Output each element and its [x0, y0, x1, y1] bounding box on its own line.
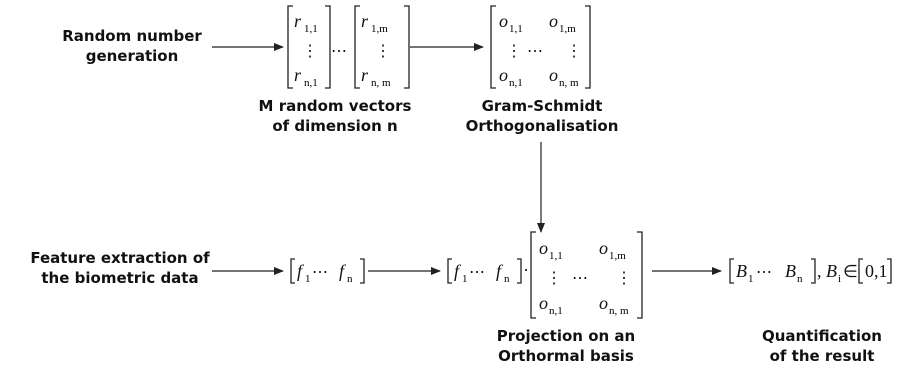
quantification-line1: Quantification: [762, 327, 882, 345]
o-sub-n1: n,1: [549, 305, 563, 317]
quantification-label: Quantification of the result: [742, 326, 902, 366]
random-number-label: Random number generation: [52, 26, 212, 66]
feature-extraction-line1: Feature extraction of: [30, 249, 210, 267]
r-symbol: r: [294, 11, 302, 31]
o-sub-11: 1,1: [549, 250, 563, 262]
o-sub-n1: n,1: [509, 77, 523, 89]
o-symbol: o: [549, 11, 558, 31]
left-bracket: [287, 5, 293, 89]
b-symbol: B: [826, 261, 837, 281]
r-sub-11: 1,1: [304, 23, 318, 35]
vdots-glyph: ⋮: [616, 270, 632, 287]
r-symbol: r: [294, 65, 302, 85]
f-symbol: f: [496, 261, 504, 281]
o-symbol: o: [499, 65, 508, 85]
gram-schmidt-line1: Gram-Schmidt: [481, 97, 603, 115]
o-sub-11: 1,1: [509, 23, 523, 35]
o-sub-nm: n, m: [609, 305, 629, 317]
orthogonal-matrix: o 1,1 o 1,m ⋮ ⋯ ⋮ o n,1 o n, m: [490, 5, 591, 89]
quantification-line2: of the result: [769, 347, 875, 365]
comma-glyph: ,: [817, 261, 822, 281]
o-symbol: o: [599, 293, 608, 313]
cdots-glyph: ⋯: [572, 270, 588, 287]
right-bracket: [517, 258, 522, 284]
right-bracket: [585, 5, 591, 89]
random-matrix-column-m: r 1,m ⋮ r n, m: [354, 5, 410, 89]
o-sub-1m: 1,m: [559, 23, 576, 35]
o-symbol: o: [539, 238, 548, 258]
f-symbol: f: [454, 261, 462, 281]
o-symbol: o: [599, 238, 608, 258]
projection-matrix: o 1,1 o 1,m ⋮ ⋯ ⋮ o n,1 o n, m: [530, 231, 643, 319]
random-number-line1: Random number: [62, 27, 202, 45]
set-values: 0,1: [865, 261, 888, 281]
f-sub-n: n: [504, 273, 510, 285]
right-bracket: [811, 258, 816, 284]
b-sub-n: n: [797, 273, 803, 285]
set-right-bracket: [887, 258, 892, 284]
o-symbol: o: [539, 293, 548, 313]
random-vectors-line1: M random vectors: [258, 97, 412, 115]
b-sub-1: 1: [748, 273, 754, 285]
vdots-glyph: ⋮: [566, 43, 582, 60]
b-symbol: B: [785, 261, 796, 281]
right-bracket: [404, 5, 410, 89]
vdots-glyph: ⋮: [375, 43, 391, 60]
dot-operator: ·: [523, 260, 529, 280]
o-sub-nm: n, m: [559, 77, 579, 89]
random-vectors-line2: of dimension n: [272, 117, 398, 135]
r-sub-n1: n,1: [304, 77, 318, 89]
set-left-bracket: [858, 258, 863, 284]
left-bracket: [490, 5, 496, 89]
cdots-glyph: ⋯: [527, 43, 543, 60]
r-symbol: r: [361, 65, 369, 85]
gram-schmidt-label: Gram-Schmidt Orthogonalisation: [462, 96, 622, 136]
projection-line2: Orthormal basis: [498, 347, 634, 365]
projection-vector: f 1 ⋯ f n: [447, 258, 522, 285]
right-bracket: [637, 231, 643, 319]
cdots-glyph: ⋯: [756, 264, 772, 281]
element-of-glyph: ∈: [843, 262, 858, 281]
result-expression: B 1 ⋯ B n , B i ∈ 0,1: [729, 258, 892, 285]
left-bracket: [290, 258, 295, 284]
cdots-glyph: ⋯: [331, 43, 347, 60]
left-bracket: [729, 258, 734, 284]
feature-vector: f 1 ⋯ f n: [290, 258, 365, 285]
f-sub-1: 1: [462, 273, 468, 285]
vdots-glyph: ⋮: [546, 270, 562, 287]
random-number-line2: generation: [85, 47, 179, 65]
feature-extraction-label: Feature extraction of the biometric data: [20, 248, 220, 288]
vdots-glyph: ⋮: [302, 43, 318, 60]
f-symbol: f: [339, 261, 347, 281]
random-vectors-label: M random vectors of dimension n: [255, 96, 415, 136]
left-bracket: [530, 231, 536, 319]
r-symbol: r: [361, 11, 369, 31]
b-symbol: B: [736, 261, 747, 281]
random-matrix-column-1: r 1,1 ⋮ r n,1: [287, 5, 331, 89]
right-bracket: [325, 5, 331, 89]
right-bracket: [360, 258, 365, 284]
o-symbol: o: [499, 11, 508, 31]
o-sub-1m: 1,m: [609, 250, 626, 262]
feature-extraction-line2: the biometric data: [41, 269, 199, 287]
f-sub-n: n: [347, 273, 353, 285]
f-sub-1: 1: [305, 273, 311, 285]
projection-label: Projection on an Orthormal basis: [486, 326, 646, 366]
left-bracket: [354, 5, 360, 89]
b-sub-i: i: [838, 273, 841, 285]
vdots-glyph: ⋮: [506, 43, 522, 60]
cdots-glyph: ⋯: [469, 264, 485, 281]
o-symbol: o: [549, 65, 558, 85]
left-bracket: [447, 258, 452, 284]
f-symbol: f: [297, 261, 305, 281]
r-sub-nm: n, m: [371, 77, 391, 89]
cdots-glyph: ⋯: [312, 264, 328, 281]
r-sub-1m: 1,m: [371, 23, 388, 35]
gram-schmidt-line2: Orthogonalisation: [465, 117, 619, 135]
projection-line1: Projection on an: [496, 327, 636, 345]
